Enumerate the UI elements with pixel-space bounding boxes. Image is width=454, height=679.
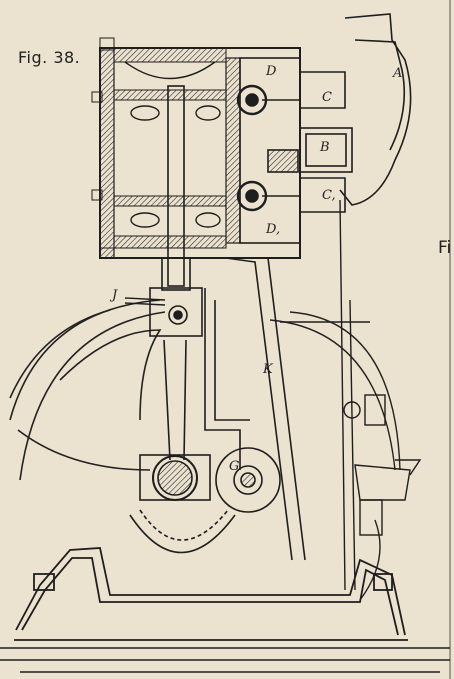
part-label-b: B [320, 140, 330, 155]
foundation [0, 647, 450, 673]
part-label-j: J [112, 288, 118, 303]
engine-base [14, 547, 408, 641]
flywheel [9, 299, 166, 481]
adjacent-figure-caption: Fi [438, 238, 452, 258]
connecting-rod [149, 85, 203, 461]
part-label-d-lower: D, [266, 222, 281, 237]
valve-chamber [236, 57, 301, 244]
part-label-c-upper: C [322, 90, 332, 105]
part-label-d-upper: D [266, 64, 277, 79]
part-label-c-lower: C, [322, 188, 336, 203]
part-label-k: K [263, 362, 273, 377]
cylinder-block [91, 37, 301, 259]
gear-wheel [215, 447, 281, 513]
side-lever [124, 297, 166, 306]
manifold [299, 13, 412, 213]
governor [280, 199, 422, 591]
part-label-a: A [393, 66, 403, 81]
crankshaft [129, 454, 236, 554]
figure-caption: Fig. 38. [18, 48, 81, 67]
flywheel-right [269, 311, 401, 601]
part-label-g: G [229, 459, 240, 474]
frame-column [204, 257, 306, 561]
